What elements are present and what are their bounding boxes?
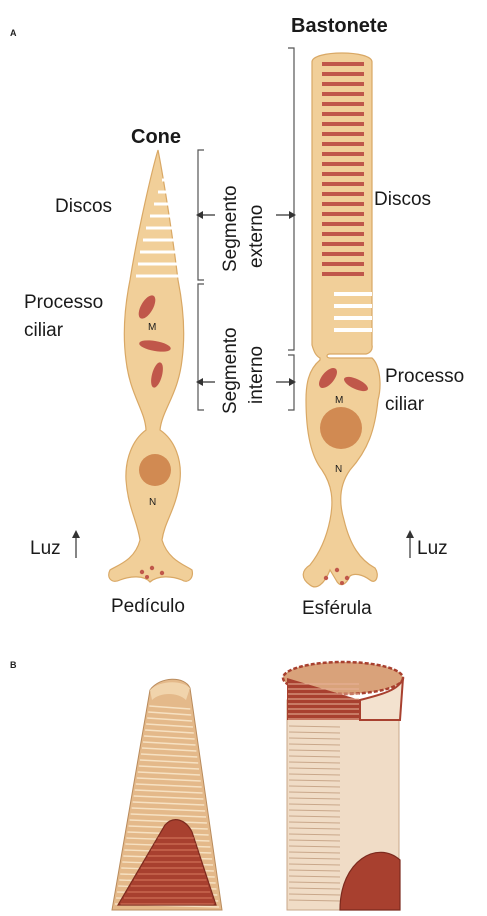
inner-segment-label-2: interno <box>246 346 267 404</box>
cone-m-label: M <box>148 322 156 333</box>
cone-3d-illustration <box>112 679 222 910</box>
rod-process-label-2: ciliar <box>385 394 425 415</box>
cone-vesicle <box>160 571 164 575</box>
panel-b-label-text: B <box>10 660 17 670</box>
rod-discs-label: Discos <box>374 189 431 210</box>
cone-light-arrow-icon <box>72 530 80 558</box>
cone-nucleus <box>139 454 171 486</box>
rod-title: Bastonete <box>291 15 388 37</box>
rod-vesicle <box>345 576 349 580</box>
rod-vesicle <box>335 568 339 572</box>
cone-pedicle-label: Pedículo <box>111 596 185 617</box>
rod-light-label: Luz <box>417 538 448 559</box>
rod-vesicle <box>340 581 344 585</box>
cone-discs-label: Discos <box>55 196 112 217</box>
rod-vesicle <box>324 576 328 580</box>
panel-a-label: A <box>10 28 17 38</box>
cone-cell: M N <box>109 150 193 582</box>
rod-n-label: N <box>335 464 342 475</box>
rod-m-label: M <box>335 395 343 406</box>
cone-vesicle <box>150 566 154 570</box>
cone-n-label: N <box>149 497 156 508</box>
cone-vesicle <box>140 570 144 574</box>
cone-title: Cone <box>131 126 181 148</box>
rod-nucleus <box>320 407 362 449</box>
rod-process-label-1: Processo <box>385 366 464 387</box>
rod-light-arrow-icon <box>406 530 414 558</box>
cone-process-label-1: Processo <box>24 292 103 313</box>
outer-segment-label-2: externo <box>246 205 267 268</box>
cone-light-label: Luz <box>30 538 61 559</box>
inner-segment-label-1: Segmento <box>220 327 241 414</box>
cone-vesicle <box>145 575 149 579</box>
cone-process-label-2: ciliar <box>24 320 64 341</box>
rod-spherule-label: Esférula <box>302 598 372 619</box>
rod-cell: M N <box>303 53 380 587</box>
rod-3d-illustration <box>283 662 403 910</box>
outer-segment-label-1: Segmento <box>220 185 241 272</box>
